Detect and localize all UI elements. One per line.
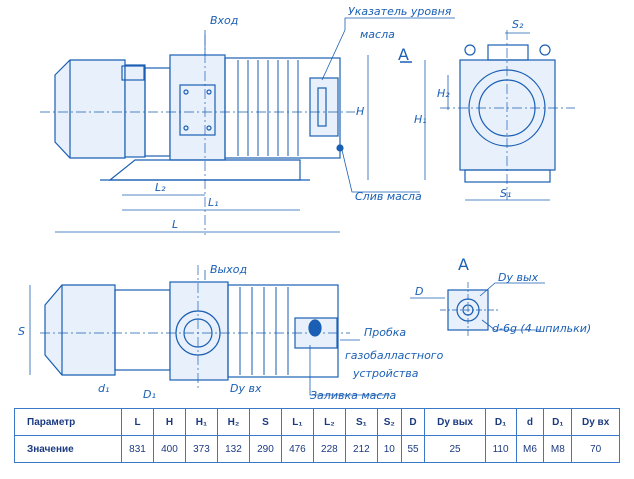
dim-d: D: [415, 285, 423, 298]
outlet-label: Выход: [210, 263, 247, 276]
side-view: [40, 17, 455, 235]
value-cell: 132: [216, 435, 250, 463]
param-cell: H₂: [216, 408, 250, 436]
dim-s2: S₂: [512, 18, 524, 31]
dim-h: H: [356, 105, 364, 118]
row-title: Параметр: [14, 408, 122, 436]
param-cell: D₁: [543, 408, 573, 436]
value-cell: 110: [484, 435, 517, 463]
value-cell: 228: [312, 435, 346, 463]
probe-label-1: Пробка: [364, 326, 406, 339]
value-cell: 70: [571, 435, 620, 463]
dim-l2: L₂: [155, 181, 166, 194]
dim-d1: D₁: [143, 388, 156, 400]
dim-s1: S₁: [500, 187, 511, 200]
dim-d1-small: d₁: [98, 382, 109, 395]
value-cell: 10: [376, 435, 402, 463]
inlet-label: Вход: [210, 14, 238, 27]
value-cell: 25: [424, 435, 486, 463]
oil-drain-label: Слив масла: [355, 190, 422, 203]
dim-l1: L₁: [208, 196, 219, 209]
param-cell: d: [515, 408, 545, 436]
top-view: [29, 265, 390, 396]
param-cell: S: [248, 408, 282, 436]
dim-h1: H₁: [414, 113, 427, 126]
value-cell: 476: [280, 435, 314, 463]
oil-level-label-2: масла: [360, 28, 395, 41]
param-cell: S₁: [344, 408, 378, 436]
studs-label: d-6g (4 шпильки): [492, 322, 591, 335]
param-cell: H₁: [184, 408, 218, 436]
param-cell: S₂: [376, 408, 402, 436]
probe-label-2: газобалластного: [345, 349, 444, 362]
value-cell: 55: [400, 435, 426, 463]
view-a-flange: [410, 282, 545, 338]
param-cell: Dу вых: [424, 408, 486, 436]
oil-fill-label: Заливка масла: [310, 389, 396, 400]
front-view: [400, 30, 575, 201]
param-cell: H: [152, 408, 186, 436]
dim-s: S: [18, 325, 25, 338]
dim-l: L: [172, 218, 178, 231]
value-cell: 831: [121, 435, 154, 463]
dy-out-label: Dy вых: [498, 271, 539, 284]
value-cell: 290: [248, 435, 282, 463]
value-cell: 212: [344, 435, 378, 463]
row-title: Значение: [14, 435, 122, 463]
value-cell: 400: [152, 435, 186, 463]
param-cell: D₁: [484, 408, 517, 436]
probe-label-3: устройства: [352, 367, 419, 380]
param-cell: L₂: [312, 408, 346, 436]
value-cell: M6: [515, 435, 545, 463]
technical-drawing: Вход Указатель уровня масла Слив масла В…: [18, 5, 591, 400]
dy-in-label: Dy вх: [230, 382, 262, 395]
value-cell: M8: [543, 435, 573, 463]
dim-h2: H₂: [437, 87, 450, 100]
param-cell: D: [400, 408, 426, 436]
value-cell: 373: [184, 435, 218, 463]
param-cell: L: [121, 408, 154, 436]
view-a-marker-2: A: [458, 255, 469, 274]
view-a-marker-1: A: [398, 45, 409, 64]
oil-level-label: Указатель уровня: [348, 5, 452, 18]
param-cell: Dу вх: [571, 408, 620, 436]
param-cell: L₁: [280, 408, 314, 436]
